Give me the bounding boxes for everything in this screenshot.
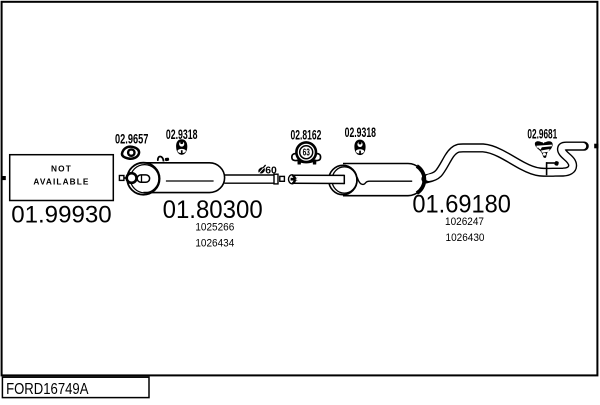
svg-text:63: 63 bbox=[303, 146, 310, 158]
svg-text:AVAILABLE: AVAILABLE bbox=[33, 177, 89, 187]
svg-text:02.9681: 02.9681 bbox=[527, 128, 557, 143]
svg-text:01.69180: 01.69180 bbox=[412, 191, 510, 219]
svg-text:01.99930: 01.99930 bbox=[11, 202, 112, 229]
svg-text:1026430: 1026430 bbox=[446, 232, 485, 245]
svg-text:FORD16749A: FORD16749A bbox=[6, 381, 89, 398]
svg-text:02.8162: 02.8162 bbox=[290, 129, 321, 143]
svg-text:1026247: 1026247 bbox=[445, 216, 484, 229]
svg-text:1026434: 1026434 bbox=[195, 237, 234, 250]
svg-text:NOT: NOT bbox=[51, 164, 72, 174]
svg-text:02.9318: 02.9318 bbox=[345, 125, 377, 141]
svg-text:1025266: 1025266 bbox=[195, 221, 234, 234]
svg-text:02.9657: 02.9657 bbox=[115, 131, 149, 148]
